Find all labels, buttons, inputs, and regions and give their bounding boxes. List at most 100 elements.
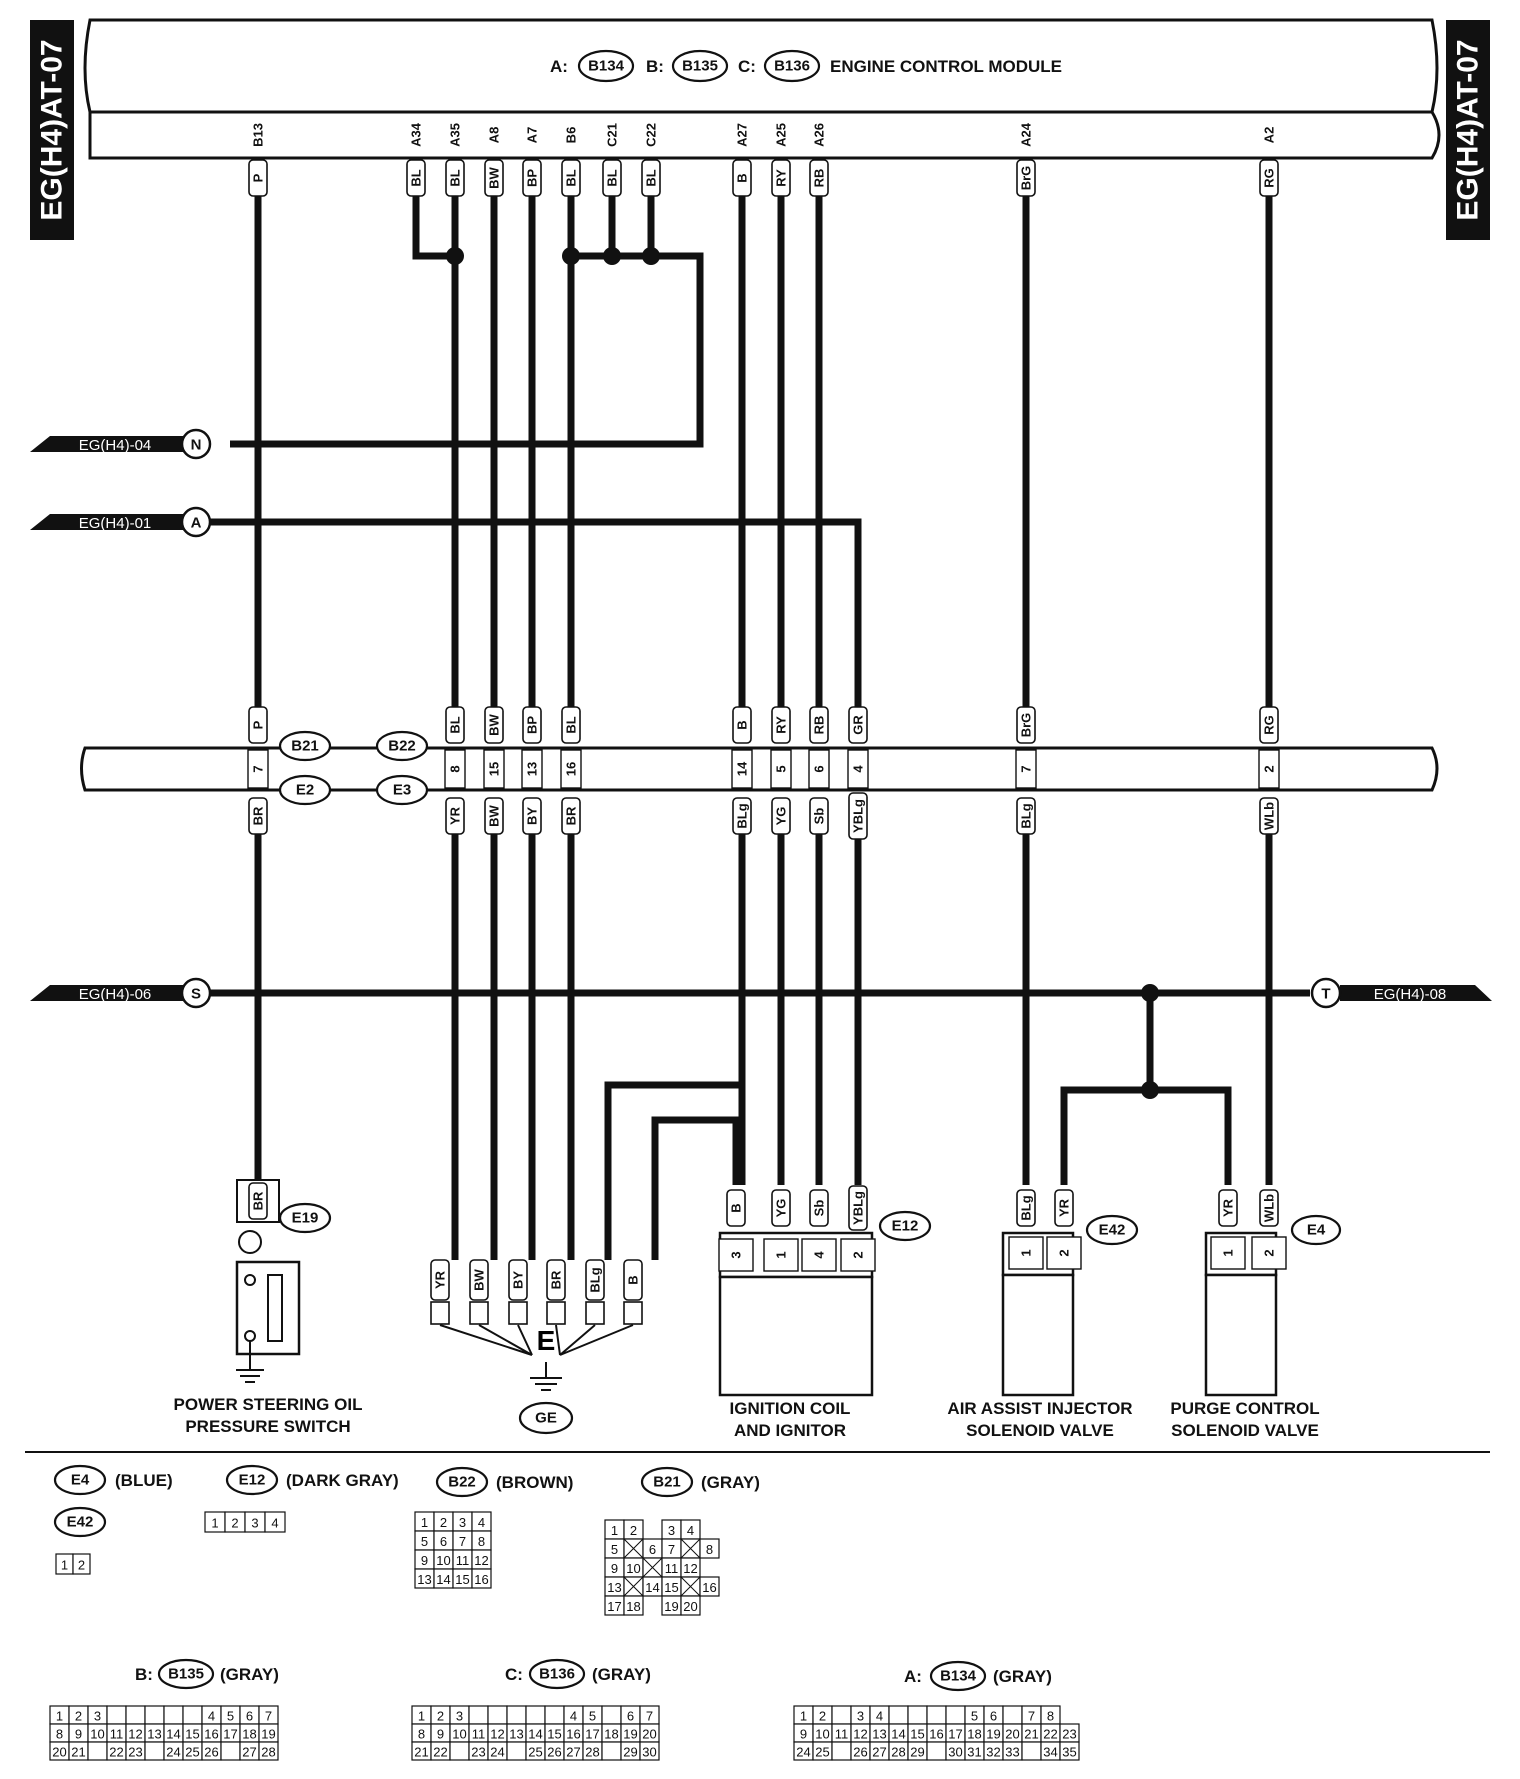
ground-wire-color: BLg <box>585 1259 605 1301</box>
legend-b135-color: (GRAY) <box>220 1665 279 1684</box>
row-bottom-wire-color: WLb <box>1259 797 1279 835</box>
svg-text:14: 14 <box>166 1727 180 1742</box>
svg-text:BY: BY <box>525 807 540 825</box>
svg-text:N: N <box>191 437 202 454</box>
ground-wire-color: B <box>623 1259 643 1301</box>
component-wire-color: Sb <box>809 1189 829 1227</box>
svg-text:6: 6 <box>627 1709 634 1724</box>
ecm-pin-number: A27 <box>735 123 750 147</box>
svg-text:S: S <box>191 986 201 1003</box>
svg-text:14: 14 <box>891 1727 905 1742</box>
legend-b21-color: (GRAY) <box>701 1473 760 1492</box>
svg-text:24: 24 <box>796 1745 810 1760</box>
svg-text:20: 20 <box>1005 1727 1019 1742</box>
svg-text:26: 26 <box>853 1745 867 1760</box>
svg-text:12: 12 <box>683 1561 697 1576</box>
ecm-pin-list: B13PA34BLA35BLA8BWA7BPB6BLC21BLC22BLA27B… <box>248 122 1279 197</box>
svg-text:8: 8 <box>1047 1709 1054 1724</box>
svg-text:1: 1 <box>611 1523 618 1538</box>
svg-text:18: 18 <box>242 1727 256 1742</box>
svg-text:31: 31 <box>967 1745 981 1760</box>
component-wire-color: YBLg <box>848 1185 868 1231</box>
svg-text:21: 21 <box>71 1745 85 1760</box>
svg-text:6: 6 <box>440 1534 447 1549</box>
component-pin: 4 <box>812 1251 827 1259</box>
svg-text:BrG: BrG <box>1019 166 1034 191</box>
svg-text:P: P <box>251 173 266 182</box>
svg-text:12: 12 <box>128 1727 142 1742</box>
svg-text:3: 3 <box>857 1709 864 1724</box>
e4-label-2: SOLENOID VALVE <box>1171 1421 1319 1440</box>
svg-text:6: 6 <box>990 1709 997 1724</box>
svg-text:12: 12 <box>490 1727 504 1742</box>
svg-text:3: 3 <box>251 1516 258 1531</box>
svg-text:1: 1 <box>211 1516 218 1531</box>
svg-text:7: 7 <box>1028 1709 1035 1724</box>
legend-e12: E12 <box>239 1472 266 1489</box>
svg-text:BW: BW <box>487 166 502 188</box>
svg-text:8: 8 <box>706 1542 713 1557</box>
side-tab-right: EG(H4)AT-07 <box>1446 20 1490 240</box>
row-bottom-wire-color: YR <box>445 797 465 835</box>
svg-text:1: 1 <box>56 1709 63 1724</box>
svg-text:22: 22 <box>109 1745 123 1760</box>
svg-text:WLb: WLb <box>1262 802 1277 830</box>
ecm-pin-wire-color: BL <box>406 159 426 197</box>
svg-text:11: 11 <box>110 1727 124 1742</box>
side-tab-left: EG(H4)AT-07 <box>30 20 74 240</box>
ground-e: E GE <box>439 1324 634 1435</box>
svg-text:29: 29 <box>623 1745 637 1760</box>
svg-text:2: 2 <box>819 1709 826 1724</box>
svg-text:28: 28 <box>261 1745 275 1760</box>
ecm-title-c-prefix: C: <box>738 57 756 76</box>
svg-text:4: 4 <box>570 1709 577 1724</box>
svg-text:13: 13 <box>509 1727 523 1742</box>
legend-b136-prefix: C: <box>505 1665 523 1684</box>
row-pin-number: 2 <box>1262 765 1277 772</box>
wiring <box>205 196 1310 1260</box>
svg-text:8: 8 <box>56 1727 63 1742</box>
svg-text:9: 9 <box>437 1727 444 1742</box>
svg-text:19: 19 <box>664 1599 678 1614</box>
svg-text:RG: RG <box>1262 715 1277 735</box>
legend-b134-color: (GRAY) <box>993 1667 1052 1686</box>
legend-e4: E4 <box>71 1472 90 1489</box>
ecm-pin-number: B6 <box>564 127 579 144</box>
svg-text:BrG: BrG <box>1019 713 1034 738</box>
svg-text:4: 4 <box>687 1523 694 1538</box>
svg-text:5: 5 <box>971 1709 978 1724</box>
connector-e3: E3 <box>393 782 411 799</box>
e12-label-2: AND IGNITOR <box>734 1421 846 1440</box>
row-top-wire-color: BL <box>561 706 581 744</box>
svg-text:13: 13 <box>607 1580 621 1595</box>
svg-text:RY: RY <box>774 169 789 187</box>
row-pin-number: 15 <box>487 762 502 776</box>
svg-text:4: 4 <box>208 1709 215 1724</box>
component-pin: 2 <box>851 1251 866 1258</box>
svg-text:Sb: Sb <box>812 808 827 825</box>
svg-text:B: B <box>735 173 750 182</box>
component-pin: 1 <box>1221 1249 1236 1256</box>
svg-text:5: 5 <box>421 1534 428 1549</box>
svg-text:23: 23 <box>128 1745 142 1760</box>
svg-text:20: 20 <box>52 1745 66 1760</box>
svg-text:10: 10 <box>452 1727 466 1742</box>
svg-text:15: 15 <box>455 1572 469 1587</box>
svg-text:B: B <box>626 1275 641 1284</box>
svg-text:34: 34 <box>1043 1745 1057 1760</box>
svg-text:YR: YR <box>1057 1198 1072 1217</box>
svg-text:EG(H4)-01: EG(H4)-01 <box>79 515 152 532</box>
svg-text:2: 2 <box>437 1709 444 1724</box>
ecm-connector-c: B136 <box>774 58 810 75</box>
row-top-wire-color: P <box>248 706 268 744</box>
svg-text:YBLg: YBLg <box>851 1191 866 1225</box>
ecm-pin-wire-color: P <box>248 159 268 197</box>
svg-text:EG(H4)-04: EG(H4)-04 <box>79 437 152 454</box>
e19-label-2: PRESSURE SWITCH <box>185 1417 350 1436</box>
svg-text:5: 5 <box>589 1709 596 1724</box>
ecm-pin-number: A7 <box>525 127 540 144</box>
